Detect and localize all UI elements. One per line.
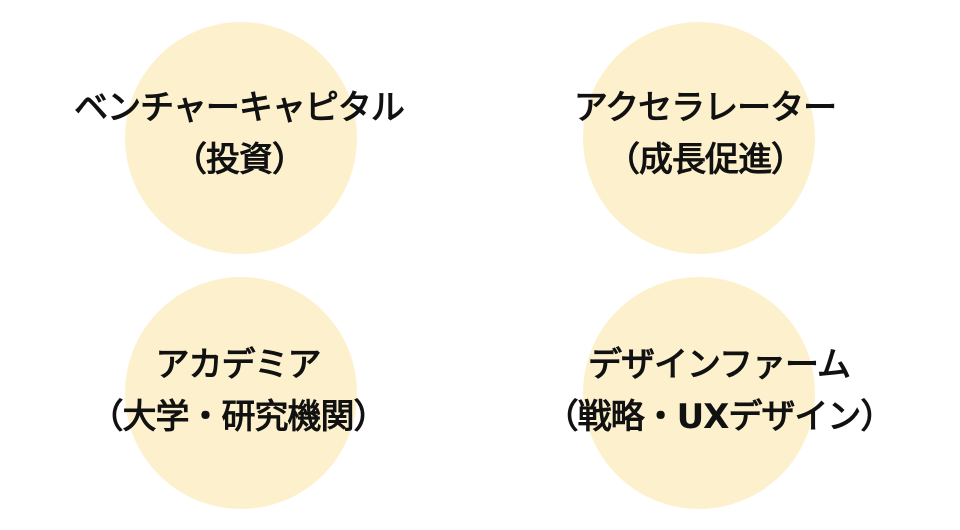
academia-circle: [125, 277, 357, 509]
design-firm-label: デザインファーム （戦略・UXデザイン）: [479, 339, 959, 443]
vc-subtitle: （投資）: [173, 140, 306, 180]
design-firm-subtitle: （戦略・UXデザイン）: [544, 397, 895, 437]
vc-node: ベンチャーキャピタル （投資）: [0, 0, 480, 265]
accelerator-circle: [583, 22, 815, 254]
accelerator-subtitle: （成長促進）: [606, 140, 805, 180]
academia-label: アカデミア （大学・研究機関）: [0, 339, 478, 443]
vc-label: ベンチャーキャピタル （投資）: [0, 82, 479, 186]
academia-subtitle: （大学・研究機関）: [89, 397, 388, 437]
vc-title: ベンチャーキャピタル: [74, 88, 405, 128]
design-firm-node: デザインファーム （戦略・UXデザイン）: [480, 265, 960, 530]
academia-node: アカデミア （大学・研究機関）: [0, 265, 480, 530]
accelerator-label: アクセラレーター （成長促進）: [465, 82, 945, 186]
academia-title: アカデミア: [155, 345, 322, 385]
design-firm-title: デザインファーム: [588, 345, 851, 385]
vc-circle: [125, 22, 357, 254]
design-firm-circle: [583, 277, 815, 509]
accelerator-node: アクセラレーター （成長促進）: [480, 0, 960, 265]
accelerator-title: アクセラレーター: [573, 88, 837, 128]
